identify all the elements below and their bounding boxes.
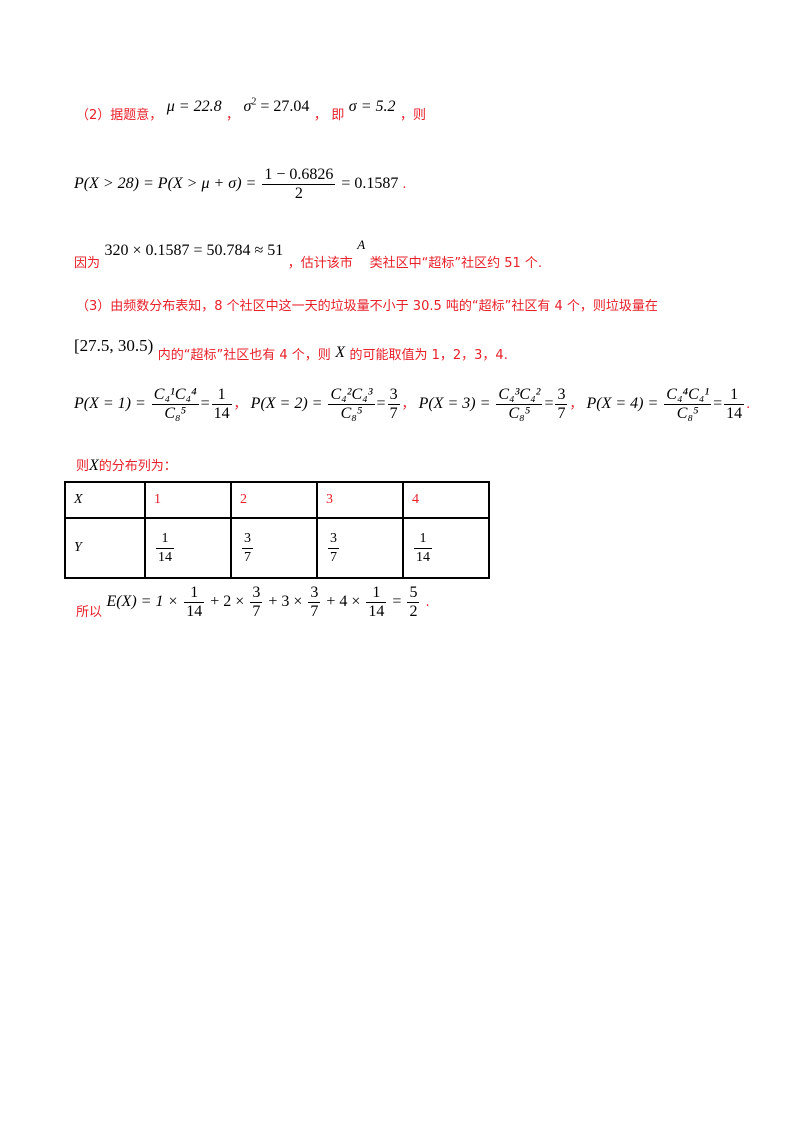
ze-label: ，则 (399, 108, 426, 123)
table-cell: 4 (402, 481, 490, 519)
table-cell: 1 (144, 481, 232, 519)
var-x: X (335, 344, 346, 361)
ji-label: 即 (331, 108, 345, 123)
part3-text3: 的可能取值为 1，2，3，4. (349, 348, 508, 363)
part3-text2: 内的“超标”社区也有 4 个，则 (157, 348, 331, 363)
part3-text: （3）由频数分布表知，8 个社区中这一天的垃圾量不小于 30.5 吨的“超标”社… (76, 299, 658, 314)
expect-prefix: 所以 (76, 605, 103, 621)
city-label: A (357, 237, 366, 252)
table-cell: X (64, 481, 146, 519)
estimate-mid: ，估计该市 (287, 256, 353, 271)
estimate-line: 因为 320 × 0.1587 = 50.784 ≈ 51 ，估计该市 A 类社… (74, 237, 542, 271)
table-cell: Y (64, 517, 146, 579)
table-cell: 3 (316, 481, 404, 519)
prob-lhs: P(X > 28) = P(X > μ + σ) = (74, 175, 257, 193)
dist-intro: 则X的分布列为： (76, 457, 177, 474)
part2-label: （2）据题意， (76, 108, 163, 123)
interval: [27.5, 30.5) (74, 336, 154, 355)
estimate-prefix: 因为 (74, 256, 101, 271)
part3-line2: [27.5, 30.5) 内的“超标”社区也有 4 个，则 X 的可能取值为 1… (74, 336, 508, 363)
prob-result: = 0.1587 (341, 175, 399, 193)
estimate-expr: 320 × 0.1587 = 50.784 ≈ 51 (104, 242, 284, 259)
part2-line: （2）据题意， μ = 22.8 ， σ2 = 27.04 ， 即 σ = 5.… (76, 97, 426, 124)
variance-value: σ2 = 27.04 (243, 96, 310, 115)
table-cell: 2 (230, 481, 318, 519)
prob-fraction: 1 − 0.6826 2 (262, 166, 336, 202)
prob-gt-28-line: P(X > 28) = P(X > μ + σ) = 1 − 0.6826 2 … (74, 166, 407, 202)
estimate-suffix: 类社区中“超标”社区约 51 个. (369, 256, 543, 271)
mu-value: μ = 22.8 (166, 98, 222, 115)
sigma-value: σ = 5.2 (348, 98, 396, 115)
table-row: X 1 2 3 4 (64, 481, 490, 519)
comma: ， (226, 108, 240, 123)
comma: ， (313, 108, 327, 123)
